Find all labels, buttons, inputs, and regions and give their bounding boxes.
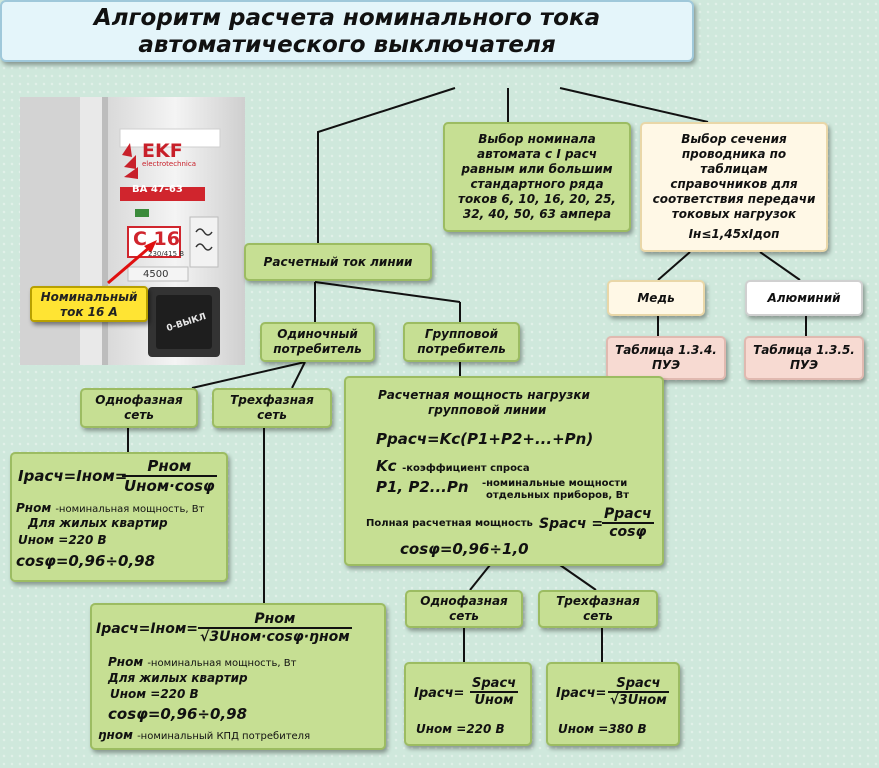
group-consumer-node: Групповой потребитель xyxy=(403,322,520,362)
table-aluminum-node: Таблица 1.3.5. ПУЭ xyxy=(744,336,864,380)
group-full-label: Полная расчетная мощность xyxy=(366,518,533,529)
single-consumer-node: Одиночный потребитель xyxy=(260,322,375,362)
gs-lhs: Iрасч= xyxy=(414,686,465,701)
gt-note: Uном =380 В xyxy=(558,722,647,736)
single-note1-text: -номинальная мощность, Вт xyxy=(55,504,205,515)
brand-logo: EKF xyxy=(142,140,183,162)
group-kc-sym: Kc xyxy=(376,457,397,475)
breaker-voltage: 230/415 В xyxy=(148,250,185,258)
table-copper-node: Таблица 1.3.4. ПУЭ xyxy=(606,336,726,380)
single-phase-formula-box: Iрасч=Iном= Pном Uном·cosφ Pном -номинал… xyxy=(10,452,228,582)
group-three-formula-box: Iрасч= Sрасч √3Uном Uном =380 В xyxy=(546,662,680,746)
three-lhs: Iрасч=Iном= xyxy=(96,621,198,637)
group-s-lhs: Sрасч = xyxy=(539,516,604,532)
select-section-node: Выбор сечения проводника по таблицам спр… xyxy=(640,122,828,252)
three-note5-text: -номинальный КПД потребителя xyxy=(137,731,311,742)
single-note2: Для жилых квартир xyxy=(28,516,168,530)
single-note3: Uном =220 В xyxy=(18,533,107,547)
gt-lhs: Iрасч= xyxy=(556,686,607,701)
group-heading1: Расчетная мощность нагрузки xyxy=(378,388,590,402)
group-kc-text: -коэффициент спроса xyxy=(402,463,530,474)
three-phase-formula-box: Iрасч=Iном= Pном √3Uном·cosφ·ŋном Pном -… xyxy=(90,603,386,750)
three-note3: Uном =220 В xyxy=(110,687,199,701)
breaker-rating: С 16 xyxy=(133,228,180,250)
group-p-sym: P1, P2...Pn xyxy=(376,478,469,496)
three-phase-node-1: Трехфазная сеть xyxy=(212,388,332,428)
select-rating-node: Выбор номинала автомата с I расч равным … xyxy=(443,122,631,232)
group-p-text1: -номинальные мощности xyxy=(482,478,628,489)
gs-fraction: Sрасч Uном xyxy=(470,676,519,708)
three-note4: cosφ=0,96÷0,98 xyxy=(108,705,248,723)
three-note1-text: -номинальная мощность, Вт xyxy=(147,658,297,669)
single-note4: cosφ=0,96÷0,98 xyxy=(16,552,156,570)
single-lhs: Iрасч=Iном= xyxy=(18,467,128,485)
group-formula: Pрасч=Kc(P1+P2+...+Pn) xyxy=(376,430,594,448)
brand-subtitle: electrotechnica xyxy=(142,160,197,168)
gt-fraction: Sрасч √3Uном xyxy=(608,676,669,708)
aluminum-node: Алюминий xyxy=(745,280,863,316)
copper-node: Медь xyxy=(607,280,705,316)
group-p-text2: отдельных приборов, Вт xyxy=(486,490,630,501)
single-fraction: Pном Uном·cosφ xyxy=(122,457,217,495)
title-line2: автоматического выключателя xyxy=(138,32,556,58)
single-note1-sym: Pном xyxy=(16,501,52,515)
breaker-capacity: 4500 xyxy=(143,269,169,280)
gs-note: Uном =220 В xyxy=(416,722,505,736)
group-s-fraction: Pрасч cosφ xyxy=(602,506,654,540)
single-phase-node-1: Однофазная сеть xyxy=(80,388,198,428)
three-phase-node-2: Трехфазная сеть xyxy=(538,590,658,628)
three-note5-sym: ŋном xyxy=(98,728,133,742)
group-single-formula-box: Iрасч= Sрасч Uном Uном =220 В xyxy=(404,662,532,746)
group-power-box: Расчетная мощность нагрузки групповой ли… xyxy=(344,376,664,566)
title-line1: Алгоритм расчета номинального тока xyxy=(93,5,601,31)
line-current-node: Расчетный ток линии xyxy=(244,243,432,281)
breaker-model: ВА 47-63 xyxy=(132,184,183,195)
group-cos: cosφ=0,96÷1,0 xyxy=(400,540,529,558)
group-heading2: групповой линии xyxy=(428,403,547,417)
rated-current-callout: Номинальный ток 16 А xyxy=(30,286,148,322)
three-fraction: Pном √3Uном·cosφ·ŋном xyxy=(198,611,352,645)
three-note1-sym: Pном xyxy=(108,655,144,669)
diagram-title: Алгоритм расчета номинального тока автом… xyxy=(0,0,694,62)
three-note2: Для жилых квартир xyxy=(108,671,248,685)
single-phase-node-2: Однофазная сеть xyxy=(405,590,523,628)
